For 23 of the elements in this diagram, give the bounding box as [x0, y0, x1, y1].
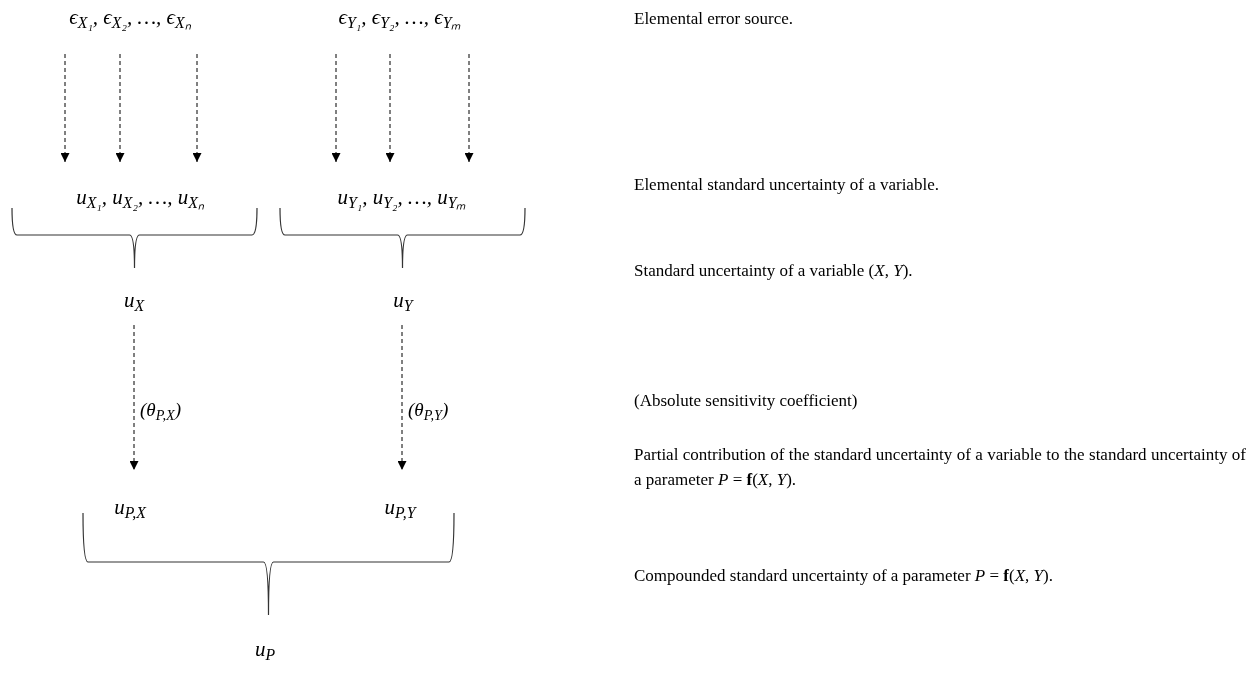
math-expression: ϵ$_{X₁}$, ϵ$_{X₂}$, …, ϵ$_{Xₙ}$: [69, 4, 191, 31]
arrow: [397, 324, 407, 471]
description-text: Standard uncertainty of a variable (X, Y).: [634, 260, 914, 282]
arrow: [129, 324, 139, 471]
description-text: Elemental error source.: [634, 8, 795, 30]
arrow: [115, 53, 125, 163]
math-expression: u$_{P,X}$: [114, 494, 146, 521]
description-text: Partial contribution of the standard uncertainty of a variable to the standard uncertainty of a parameter P = f(X, Y).: [634, 444, 1246, 491]
math-expression: u$_{Y₁}$, u$_{Y₂}$, …, u$_{Yₘ}$: [337, 184, 467, 211]
math-expression: u$_{P,Y}$: [384, 494, 416, 521]
math-expression: u$_{X₁}$, u$_{X₂}$, …, u$_{Xₙ}$: [76, 184, 204, 211]
description-text: Elemental standard uncertainty of a variable.: [634, 174, 940, 196]
arrow: [60, 53, 70, 163]
math-expression: u$_{X}$: [123, 287, 145, 314]
arrow: [331, 53, 341, 163]
arrow: [385, 53, 395, 163]
arrow: [192, 53, 202, 163]
description-text: Compounded standard uncertainty of a parameter P = f(X, Y).: [634, 565, 1054, 587]
math-expression: u$_{Y}$: [393, 287, 413, 314]
math-expression: ϵ$_{Y₁}$, ϵ$_{Y₂}$, …, ϵ$_{Yₘ}$: [338, 4, 462, 31]
description-text: (Absolute sensitivity coefficient): [634, 390, 859, 412]
math-expression: u$_{P}$: [254, 636, 276, 663]
arrow: [464, 53, 474, 163]
